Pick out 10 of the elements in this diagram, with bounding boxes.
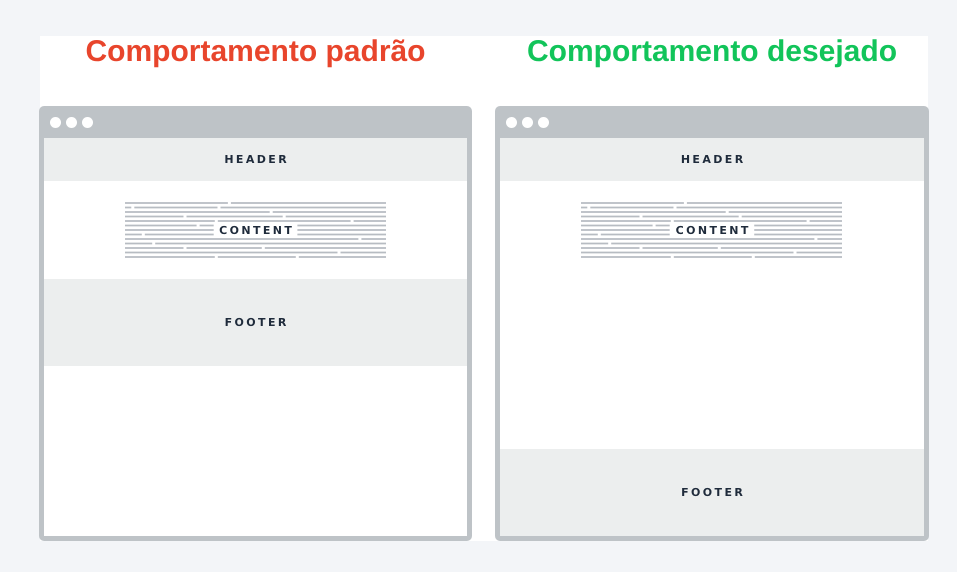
heading: Comportamento padrão (85, 34, 426, 70)
header-band (44, 138, 467, 181)
section-label: FOOTER (680, 486, 746, 499)
section-label: FOOTER (224, 316, 290, 329)
footer-band (44, 279, 467, 366)
header-band (500, 138, 924, 181)
footer-band (500, 449, 924, 536)
section-label: HEADER (680, 153, 747, 166)
section-label: HEADER (223, 153, 290, 166)
heading: Comportamento desejado (526, 34, 898, 70)
